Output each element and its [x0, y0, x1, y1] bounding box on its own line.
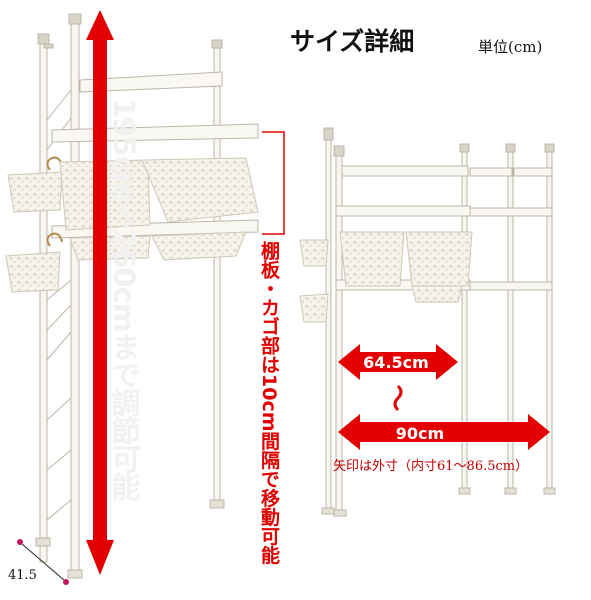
arrow-note: 矢印は外寸（内寸61～86.5cm）	[333, 459, 529, 474]
left-rack-pole	[70, 21, 80, 578]
width-inner-label: 64.5cm	[363, 353, 429, 372]
page-title: サイズ詳細	[290, 27, 415, 56]
left-rack-pole	[213, 44, 221, 508]
width-outer-label: 90cm	[395, 424, 445, 443]
unit-label: 単位(cm)	[478, 38, 543, 56]
height-range-label: 195cm～260cmまで調節可能	[107, 98, 141, 500]
shelf-range-bracket	[262, 131, 285, 235]
width-arrow-inner	[338, 344, 458, 380]
left-rack	[35, 13, 259, 579]
depth-label: 41.5	[8, 568, 37, 583]
right-baskets	[299, 231, 473, 323]
height-arrow	[86, 10, 114, 575]
width-arrow-outer	[338, 414, 550, 450]
break-mark-icon	[393, 384, 403, 412]
left-rack-pole	[39, 41, 48, 563]
depth-line	[21, 543, 65, 581]
shelf-move-note: 棚板・カゴ部は10cm間隔で移動可能	[258, 241, 280, 565]
